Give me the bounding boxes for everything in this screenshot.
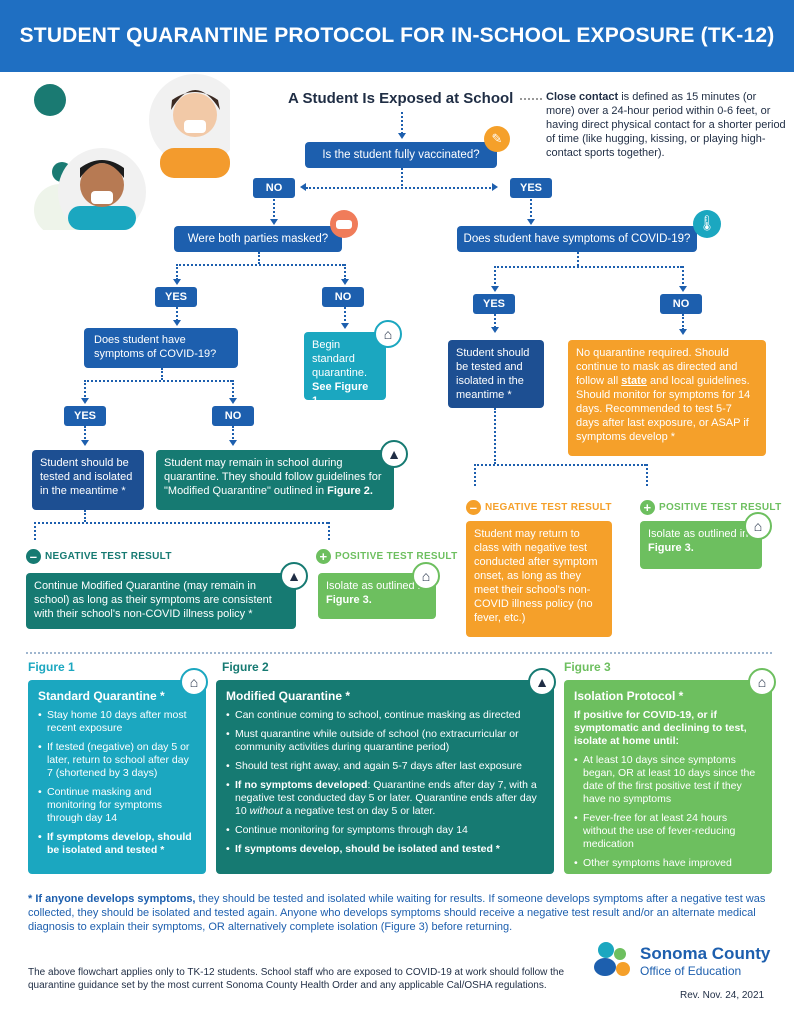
list-item: Fever-free for at least 24 hours without… bbox=[574, 812, 762, 851]
page-title: STUDENT QUARANTINE PROTOCOL FOR IN-SCHOO… bbox=[19, 24, 775, 47]
thermometer-icon: 🌡 bbox=[693, 210, 721, 238]
virus-icon bbox=[34, 84, 66, 116]
figure-1-label: Figure 1 bbox=[28, 660, 75, 674]
negative-test-result-right: –NEGATIVE TEST RESULT bbox=[466, 500, 612, 515]
begin-standard-quarantine-box: Begin standard quarantine. See Figure 1. bbox=[304, 332, 386, 407]
minus-icon: – bbox=[466, 500, 481, 515]
list-item: Must quarantine while outside of school … bbox=[226, 728, 544, 754]
continue-modified-quarantine-box: Continue Modified Quarantine (may remain… bbox=[26, 573, 296, 629]
no-symptoms-unvaccinated-label: NO bbox=[212, 406, 254, 426]
mask-icon bbox=[330, 210, 358, 238]
minus-icon: – bbox=[26, 549, 41, 564]
question-symptoms-unvaccinated: Does student have symptoms of COVID-19? bbox=[84, 328, 238, 368]
no-symptoms-vaccinated-label: NO bbox=[660, 294, 702, 314]
close-contact-connector bbox=[520, 98, 542, 100]
section-divider bbox=[26, 652, 772, 654]
list-item: Continue masking and monitoring for symp… bbox=[38, 786, 196, 825]
question-symptoms-vaccinated: Does student have symptoms of COVID-19? bbox=[457, 226, 697, 252]
sonoma-logo-mark bbox=[594, 940, 638, 980]
home-icon: ⌂ bbox=[748, 668, 776, 696]
return-to-class-box: Student may return to class with negativ… bbox=[466, 521, 612, 637]
home-icon: ⌂ bbox=[180, 668, 208, 696]
list-item: Other symptoms have improved bbox=[574, 857, 762, 870]
modified-quarantine-box: Student may remain in school during quar… bbox=[156, 450, 394, 510]
list-item: Can continue coming to school, continue … bbox=[226, 709, 544, 722]
close-contact-definition: Close contact is defined as 15 minutes (… bbox=[546, 91, 786, 159]
list-item: Should test right away, and again 5-7 da… bbox=[226, 760, 544, 773]
list-item: If no symptoms developed: Quarantine end… bbox=[226, 779, 544, 818]
positive-test-result-right: +POSITIVE TEST RESULT bbox=[640, 500, 782, 515]
home-icon: ⌂ bbox=[374, 320, 402, 348]
positive-test-result-left: +POSITIVE TEST RESULT bbox=[316, 549, 458, 564]
question-fully-vaccinated: Is the student fully vaccinated? bbox=[305, 142, 497, 168]
figure-1-standard-quarantine: Standard Quarantine * Stay home 10 days … bbox=[28, 680, 206, 874]
plus-icon: + bbox=[640, 500, 655, 515]
figure-2-title: Modified Quarantine * bbox=[226, 689, 351, 703]
list-item: If symptoms develop, should be isolated … bbox=[38, 831, 196, 857]
logo-line-2: Office of Education bbox=[640, 964, 742, 978]
figure-3-isolation-protocol: Isolation Protocol * If positive for COV… bbox=[564, 680, 772, 874]
isolate-box-left: Isolate as outlined in Figure 3. bbox=[318, 573, 436, 619]
tested-isolated-unvaccinated-box: Student should be tested and isolated in… bbox=[32, 450, 144, 510]
figure-3-label: Figure 3 bbox=[564, 660, 611, 674]
revision-date: Rev. Nov. 24, 2021 bbox=[680, 990, 765, 1001]
yes-masked-label: YES bbox=[155, 287, 197, 307]
school-icon: ▲ bbox=[380, 440, 408, 468]
school-icon: ▲ bbox=[280, 562, 308, 590]
school-icon: ▲ bbox=[528, 668, 556, 696]
list-item: Stay home 10 days after most recent expo… bbox=[38, 709, 196, 735]
plus-icon: + bbox=[316, 549, 331, 564]
question-both-masked: Were both parties masked? bbox=[174, 226, 342, 252]
figure-3-intro: If positive for COVID-19, or if symptoma… bbox=[574, 709, 747, 747]
negative-test-result-left: –NEGATIVE TEST RESULT bbox=[26, 549, 172, 564]
no-masked-label: NO bbox=[322, 287, 364, 307]
list-item: At least 10 days since symptoms began, O… bbox=[574, 754, 762, 806]
tested-isolated-vaccinated-box: Student should be tested and isolated in… bbox=[448, 340, 544, 408]
no-vaccinated-label: NO bbox=[253, 178, 295, 198]
isolate-box-right: Isolate as outlined in Figure 3. bbox=[640, 521, 762, 569]
footnote: * If anyone develops symptoms, they shou… bbox=[28, 893, 766, 933]
vaccine-icon: ✎ bbox=[484, 126, 510, 152]
home-icon: ⌂ bbox=[412, 562, 440, 590]
list-item: Continue monitoring for symptoms through… bbox=[226, 824, 544, 837]
start-node: A Student Is Exposed at School bbox=[288, 90, 514, 107]
masked-students-illustration bbox=[34, 74, 230, 230]
no-quarantine-required-box: No quarantine required. Should continue … bbox=[568, 340, 766, 456]
figure-1-title: Standard Quarantine * bbox=[38, 689, 165, 703]
yes-symptoms-unvaccinated-label: YES bbox=[64, 406, 106, 426]
yes-vaccinated-label: YES bbox=[510, 178, 552, 198]
logo-line-1: Sonoma County bbox=[640, 944, 771, 963]
list-item: If symptoms develop, should be isolated … bbox=[226, 843, 544, 856]
figure-2-label: Figure 2 bbox=[222, 660, 269, 674]
home-icon: ⌂ bbox=[744, 512, 772, 540]
bottom-note: The above flowchart applies only to TK-1… bbox=[28, 967, 565, 991]
list-item: If tested (negative) on day 5 or later, … bbox=[38, 741, 196, 780]
header-banner: STUDENT QUARANTINE PROTOCOL FOR IN-SCHOO… bbox=[0, 0, 794, 72]
figure-2-modified-quarantine: Modified Quarantine * Can continue comin… bbox=[216, 680, 554, 874]
figure-3-title: Isolation Protocol * bbox=[574, 689, 684, 703]
yes-symptoms-vaccinated-label: YES bbox=[473, 294, 515, 314]
